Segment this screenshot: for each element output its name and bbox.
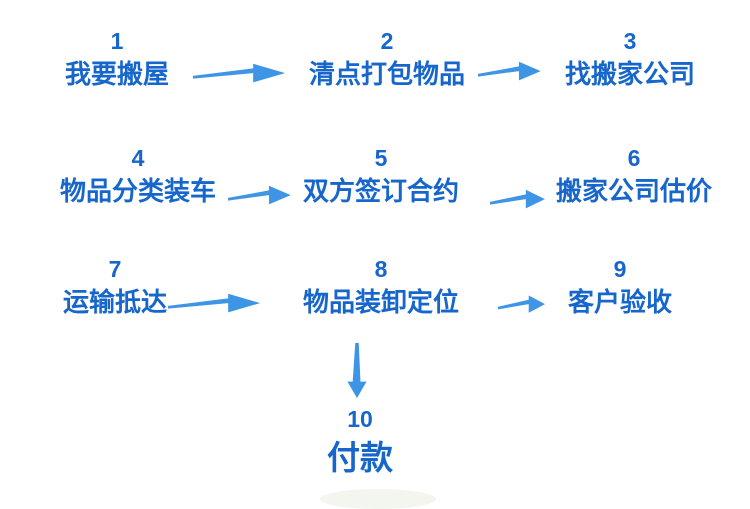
arrow-right-icon [168,293,261,313]
step-10: 10 付款 [327,404,393,479]
cropped-bottom-artifact [320,489,436,509]
step-5-number: 5 [374,145,388,171]
step-1-number: 1 [110,28,124,54]
step-6-label: 搬家公司估价 [555,176,713,206]
step-8-number: 8 [374,256,388,282]
step-4-number: 4 [131,145,145,171]
step-9: 9 客户验收 [568,254,672,319]
step-7-number: 7 [108,256,122,282]
step-2: 2 清点打包物品 [309,26,465,91]
arrow-right-icon [193,63,286,83]
step-4: 4 物品分类装车 [60,143,216,208]
step-9-number: 9 [613,256,627,282]
step-5-label: 双方签订合约 [302,176,460,206]
arrow-right-icon [228,185,291,205]
step-3-number: 3 [623,28,637,54]
step-3-label: 找搬家公司 [564,59,696,89]
step-7-label: 运输抵达 [62,287,168,317]
step-8: 8 物品装卸定位 [303,254,459,319]
arrow-right-icon [498,295,546,313]
step-10-label: 付款 [327,439,393,476]
step-1-label: 我要搬屋 [64,59,170,89]
step-2-number: 2 [380,28,394,54]
step-6: 6 搬家公司估价 [556,143,712,208]
step-7: 7 运输抵达 [63,254,167,319]
step-2-label: 清点打包物品 [308,59,466,89]
step-9-label: 客户验收 [567,287,673,317]
step-5: 5 双方签订合约 [303,143,459,208]
step-6-number: 6 [627,145,641,171]
step-3: 3 找搬家公司 [565,26,695,91]
step-10-number: 10 [347,406,373,432]
step-4-label: 物品分类装车 [59,176,217,206]
arrow-right-icon [490,189,545,209]
step-1: 1 我要搬屋 [65,26,169,91]
arrow-down-icon [347,342,367,399]
step-8-label: 物品装卸定位 [302,287,460,317]
arrow-right-icon [478,61,541,81]
